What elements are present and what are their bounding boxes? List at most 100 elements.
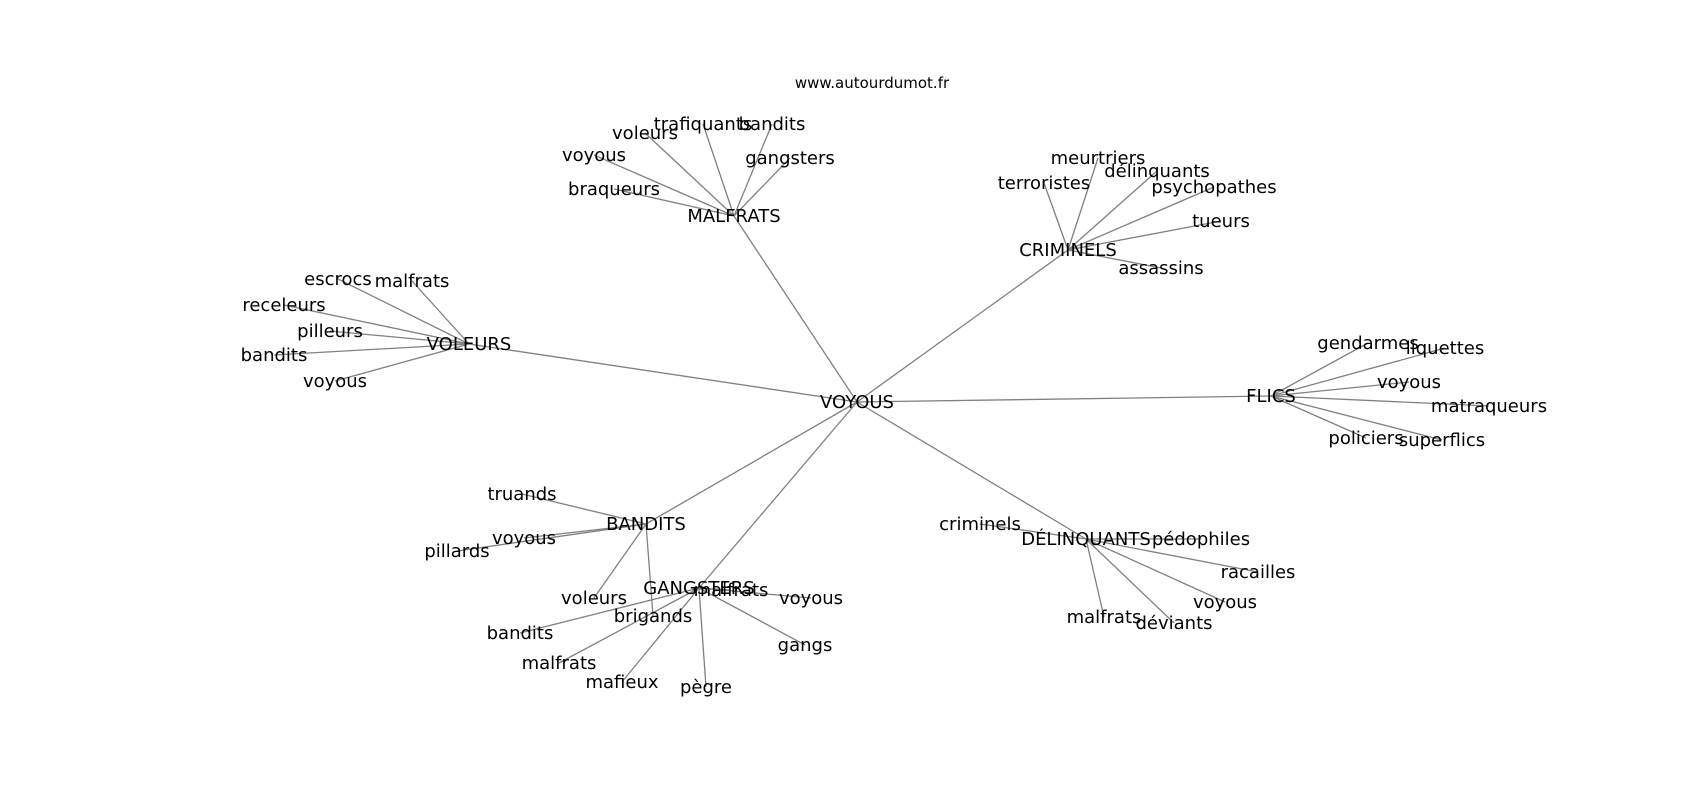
node-label-delinquants_h: DÉLINQUANTS [1021, 528, 1151, 550]
edge-voyous_c-gangsters_h [698, 401, 858, 589]
node-label-c_assassins: assassins [1118, 258, 1203, 279]
node-label-g_pegre: pègre [680, 677, 732, 698]
edge-malfrats_h-m_gangsters [733, 157, 791, 217]
node-label-g_malfrats2: malfrats [522, 653, 597, 674]
node-label-bandits_h: BANDITS [606, 514, 686, 535]
node-label-v_pilleurs: pilleurs [297, 321, 363, 342]
edge-voyous_c-delinquants_h [856, 401, 1087, 540]
node-label-v_bandits: bandits [241, 345, 308, 366]
node-label-criminels_h: CRIMINELS [1019, 240, 1117, 261]
node-label-c_terroristes: terroristes [998, 173, 1091, 194]
node-label-g_voyous: voyous [779, 588, 843, 609]
node-label-v_malfrats: malfrats [375, 271, 450, 292]
edge-flics_h-f_liquettes [1270, 347, 1446, 397]
node-label-g_malfrats: malfrats [694, 580, 769, 601]
node-label-b_brigands: brigands [614, 606, 693, 627]
node-label-f_voyous: voyous [1377, 372, 1441, 393]
edge-gangsters_h-g_mafieux [621, 587, 700, 683]
node-label-d_pedophiles: pédophiles [1152, 529, 1250, 550]
node-label-v_receleurs: receleurs [242, 295, 325, 316]
edge-flics_h-f_matraqueurs [1270, 395, 1490, 407]
node-label-m_braqueurs: braqueurs [568, 179, 660, 200]
edge-voleurs_h-v_receleurs [283, 304, 470, 345]
edge-delinquants_h-d_malfrats [1085, 538, 1105, 618]
edge-delinquants_h-d_voyous [1085, 538, 1226, 603]
node-label-d_criminels: criminels [939, 514, 1021, 535]
node-label-malfrats_h: MALFRATS [687, 206, 780, 227]
edge-bandits_h-b_brigands [645, 523, 654, 617]
edge-gangsters_h-g_malfrats2 [558, 587, 700, 664]
node-label-f_policiers: policiers [1328, 428, 1403, 449]
edge-voyous_c-malfrats_h [733, 215, 858, 403]
edge-gangsters_h-g_pegre [698, 587, 707, 688]
edge-criminels_h-c_meurtriers [1067, 157, 1099, 251]
node-label-d_deviants: déviants [1135, 613, 1212, 634]
node-label-d_voyous: voyous [1193, 592, 1257, 613]
node-label-g_mafieux: mafieux [585, 672, 658, 693]
edge-malfrats_h-m_voleurs [644, 132, 735, 217]
edge-delinquants_h-d_racailles [1085, 538, 1259, 573]
edge-flics_h-f_superflics [1270, 395, 1443, 441]
edge-criminels_h-c_tueurs [1067, 220, 1222, 251]
edge-voyous_c-flics_h [856, 395, 1272, 403]
edge-criminels_h-c_assassins [1067, 249, 1162, 269]
edge-criminels_h-c_delinquants [1067, 170, 1158, 251]
edge-flics_h-f_voyous [1270, 381, 1410, 397]
edge-voyous_c-bandits_h [645, 401, 858, 525]
node-label-b_pillards: pillards [424, 541, 489, 562]
edge-criminels_h-c_psychopathes [1067, 186, 1215, 251]
edge-bandits_h-b_pillards [456, 523, 647, 552]
edge-gangsters_h-g_gangs [698, 587, 806, 646]
node-label-f_matraqueurs: matraqueurs [1431, 396, 1547, 417]
node-label-voleurs_h: VOLEURS [427, 334, 512, 355]
edge-malfrats_h-m_bandits [733, 123, 773, 217]
node-label-m_voyous: voyous [562, 145, 626, 166]
node-label-b_voleurs: voleurs [561, 588, 627, 609]
node-label-c_psychopathes: psychopathes [1151, 177, 1276, 198]
edge-malfrats_h-m_voyous [593, 154, 735, 217]
node-label-gangsters_h: GANGSTERS [643, 578, 754, 599]
edge-malfrats_h-m_braqueurs [613, 188, 735, 217]
edge-voleurs_h-v_pilleurs [329, 330, 470, 345]
node-label-f_liquettes: liquettes [1406, 338, 1484, 359]
node-label-c_tueurs: tueurs [1192, 211, 1250, 232]
node-label-c_delinquants: délinquants [1104, 161, 1210, 182]
edge-gangsters_h-g_bandits [519, 587, 700, 634]
node-label-m_bandits: bandits [739, 114, 806, 135]
node-label-m_voleurs: voleurs [612, 123, 678, 144]
edge-voleurs_h-v_escrocs [337, 278, 470, 345]
node-label-d_malfrats: malfrats [1067, 607, 1142, 628]
graph-labels: VOYOUS MALFRATS CRIMINELS VOLEURS FLICS BANDI… [241, 114, 1547, 698]
edge-voyous_c-voleurs_h [468, 343, 858, 403]
node-label-flics_h: FLICS [1246, 386, 1296, 407]
edge-criminels_h-c_terroristes [1043, 182, 1069, 251]
edge-voyous_c-criminels_h [856, 249, 1069, 403]
node-label-v_escrocs: escrocs [304, 269, 372, 290]
edge-bandits_h-b_truands [521, 493, 647, 525]
node-label-v_voyous: voyous [303, 371, 367, 392]
node-label-b_voyous: voyous [492, 528, 556, 549]
node-label-g_gangs: gangs [778, 635, 833, 656]
edge-voleurs_h-v_voyous [334, 343, 470, 382]
node-label-b_truands: truands [487, 484, 556, 505]
node-label-c_meurtriers: meurtriers [1051, 148, 1146, 169]
site-title: www.autourdumot.fr [795, 74, 950, 92]
node-label-voyous_c: VOYOUS [820, 392, 894, 413]
graph-edges [273, 123, 1490, 688]
edge-bandits_h-b_voleurs [593, 523, 647, 599]
edge-flics_h-f_gendarmes [1270, 342, 1369, 397]
edge-voleurs_h-v_bandits [273, 343, 470, 356]
edge-voleurs_h-v_malfrats [411, 280, 470, 345]
node-label-g_bandits: bandits [487, 623, 554, 644]
node-label-m_gangsters: gangsters [745, 148, 835, 169]
node-label-f_superflics: superflics [1399, 430, 1485, 451]
edge-malfrats_h-m_trafiquants [702, 123, 735, 217]
node-label-f_gendarmes: gendarmes [1317, 333, 1418, 354]
edge-flics_h-f_policiers [1270, 395, 1367, 439]
edge-gangsters_h-g_voyous [698, 587, 812, 599]
node-label-m_trafiquants: trafiquants [654, 114, 753, 135]
edge-delinquants_h-d_criminels [979, 523, 1087, 540]
node-label-d_racailles: racailles [1221, 562, 1296, 583]
edge-delinquants_h-d_deviants [1085, 538, 1175, 624]
